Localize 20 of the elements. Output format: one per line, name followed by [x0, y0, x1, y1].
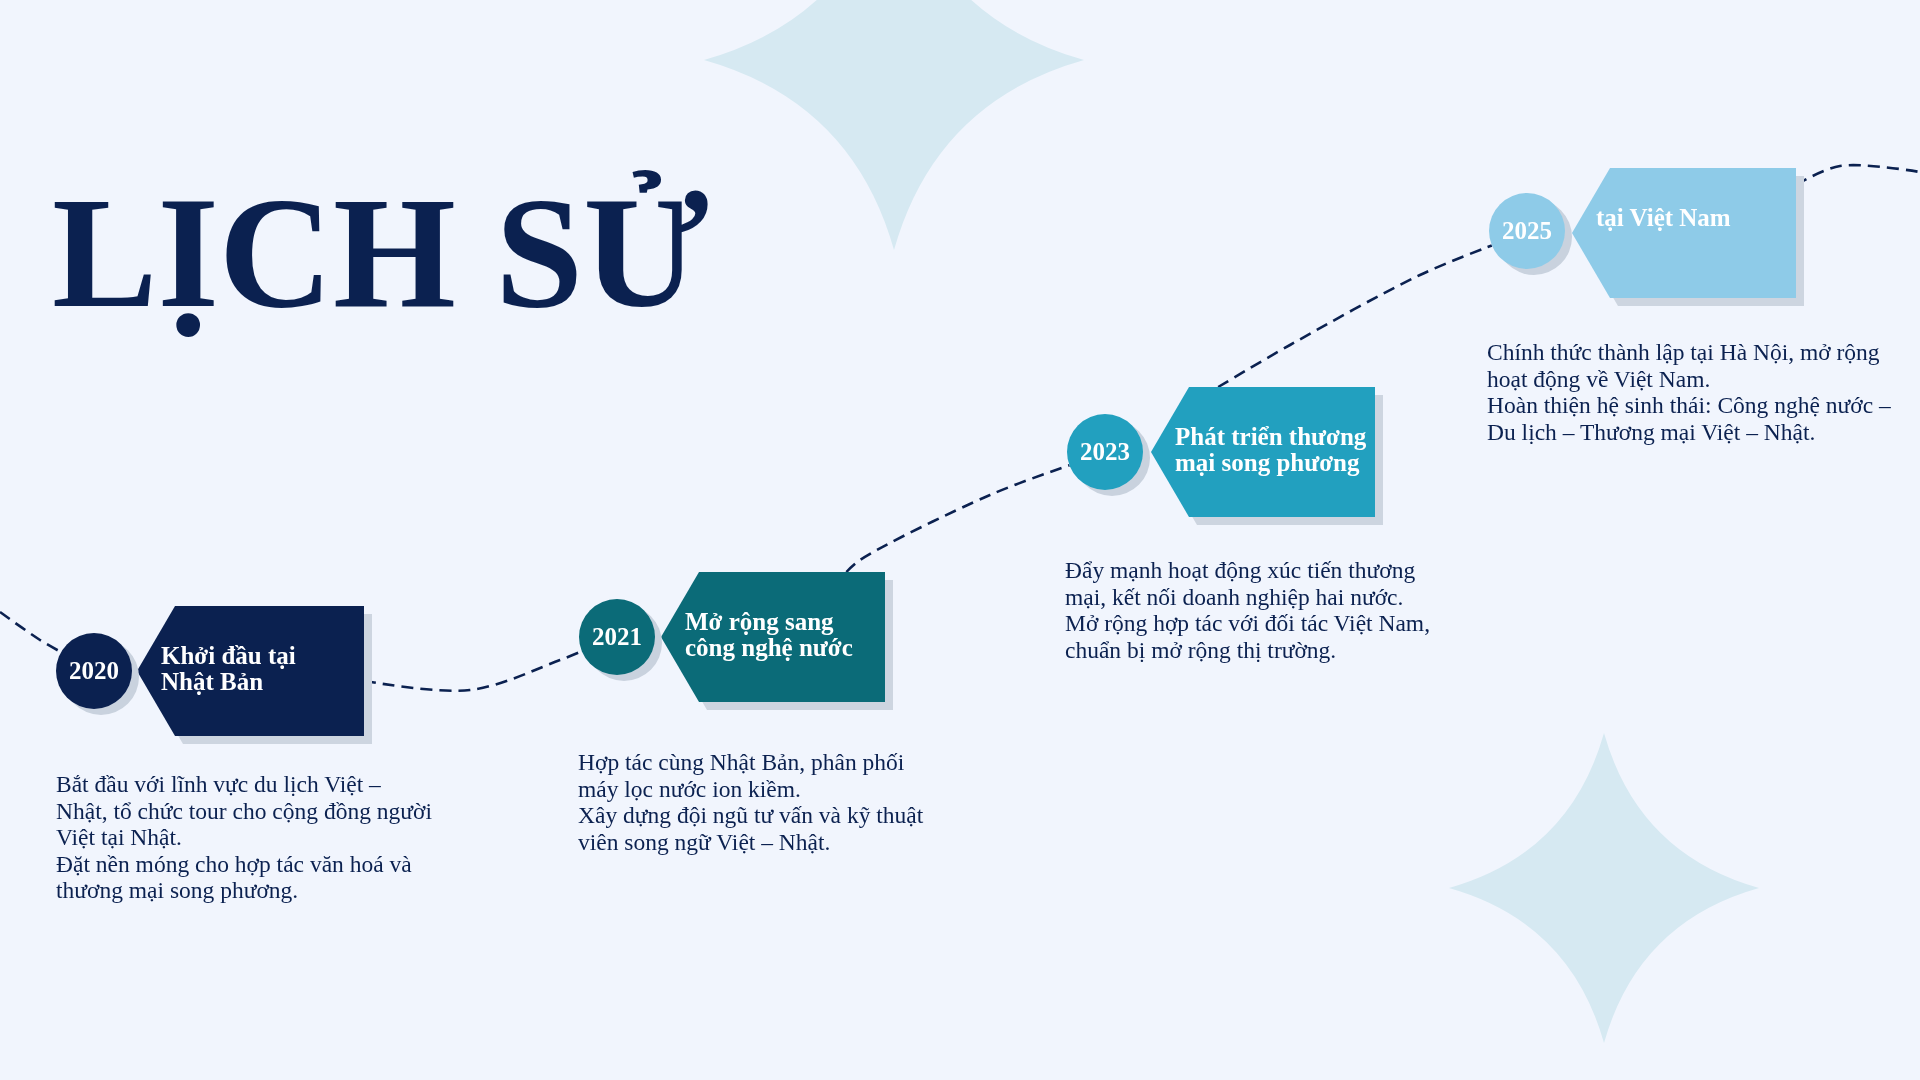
milestone-title: Mở rộng sang công nghệ nước: [685, 609, 854, 662]
dashed-connector: [1217, 244, 1493, 389]
star-shape: [1449, 733, 1759, 1043]
label-tag: [137, 606, 372, 744]
description-text: Chính thức thành lập tại Hà Nội, mở rộng hoạt động về Việt Nam.: [1487, 339, 1881, 393]
milestone-title: tại Việt Nam: [1596, 205, 1732, 232]
description-text: Xây dựng đội ngũ tư vấn và kỹ thuật viên song ngữ Việt – Nhật.: [578, 802, 925, 856]
label-tag: [1572, 168, 1804, 306]
description-text: Mở rộng hợp tác với đối tác Việt Nam, chuẩn bị mở rộng thị trường.: [1065, 610, 1432, 664]
milestone-title: Khởi đầu tại Nhật Bản: [161, 643, 297, 696]
page-title: LỊCH SỬ: [52, 164, 709, 342]
dashed-connector: [845, 464, 1070, 573]
description-text: Đẩy mạnh hoạt động xúc tiến thương mại, kết nối doanh nghiệp hai nước.: [1065, 557, 1417, 611]
description-text: Hoàn thiện hệ sinh thái: Công nghệ nước – Du lịch – Thương mại Việt – Nhật.: [1487, 392, 1892, 446]
label-tag: [661, 572, 893, 710]
milestone-title: Phát triển thương mại song phương: [1175, 424, 1368, 477]
description-text: Hợp tác cùng Nhật Bản, phân phối máy lọc nước ion kiềm.: [578, 749, 906, 803]
description-text: Bắt đầu với lĩnh vực du lịch Việt – Nhật, tổ chức tour cho cộng đồng người Việt tại Nhật.: [56, 771, 433, 851]
description-text: Đặt nền móng cho hợp tác văn hoá và thương mại song phương.: [56, 850, 413, 904]
label-tag: [1151, 387, 1383, 525]
